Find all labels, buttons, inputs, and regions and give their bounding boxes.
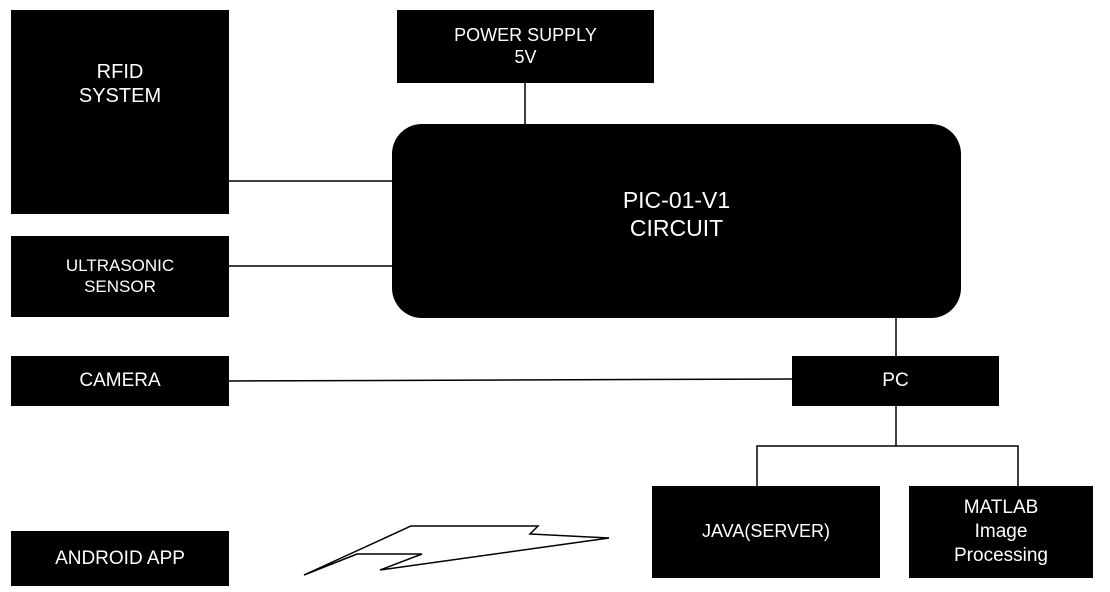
- android-app-block: ANDROID APP: [11, 531, 229, 586]
- matlab-image-processing-label: MATLAB Image Processing: [954, 496, 1048, 567]
- pc-block: PC: [792, 356, 999, 406]
- camera-label: CAMERA: [79, 370, 161, 392]
- wire-pc-to-matlab: [896, 445, 1019, 486]
- rfid-system-block: RFID SYSTEM: [11, 10, 229, 214]
- pic-circuit-label: PIC-01-V1 CIRCUIT: [622, 186, 731, 241]
- ultrasonic-sensor-label: ULTRASONIC SENSOR: [65, 255, 175, 296]
- pic-circuit-block: PIC-01-V1 CIRCUIT: [392, 124, 961, 318]
- pc-label: PC: [882, 370, 909, 392]
- camera-block: CAMERA: [11, 356, 229, 406]
- wire-camera-to-pc: [228, 378, 793, 382]
- java-server-label: JAVA(SERVER): [701, 521, 831, 542]
- ultrasonic-sensor-block: ULTRASONIC SENSOR: [11, 236, 229, 317]
- java-server-block: JAVA(SERVER): [652, 486, 880, 578]
- rfid-system-label: RFID SYSTEM: [78, 60, 162, 107]
- power-supply-label: POWER SUPPLY 5V: [454, 24, 597, 67]
- matlab-image-processing-block: MATLAB Image Processing: [909, 486, 1093, 578]
- android-app-label: ANDROID APP: [55, 547, 185, 569]
- wire-pc-to-java: [756, 445, 896, 486]
- lightning-bolt-icon: [303, 525, 610, 576]
- power-supply-block: POWER SUPPLY 5V: [397, 10, 654, 83]
